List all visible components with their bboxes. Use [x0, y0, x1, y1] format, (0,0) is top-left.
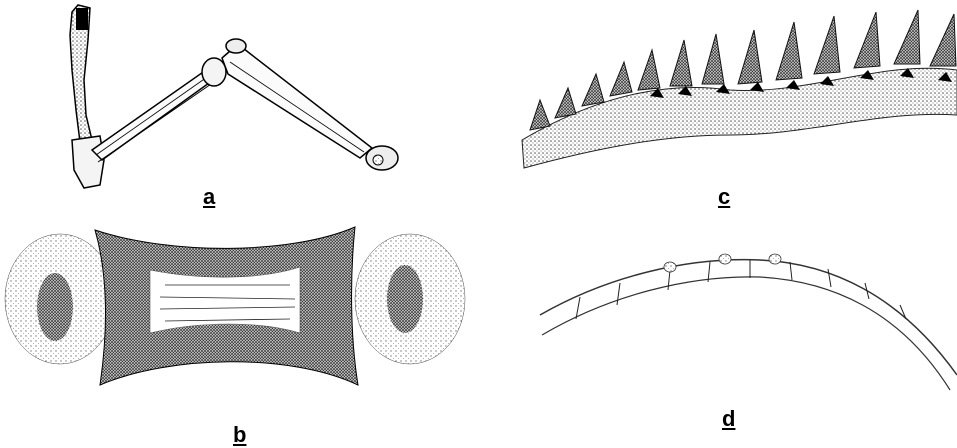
panel-a-label: a [203, 186, 215, 208]
panel-a-limb-bones: a [0, 0, 480, 230]
nucleus-core [150, 267, 300, 333]
panel-c-spine-segment: c [510, 0, 957, 230]
panel-b-vertebral-body: b [0, 215, 480, 448]
panel-d-label: d [722, 408, 735, 430]
panel-d-tail-vertebrae: d [510, 215, 957, 448]
vertebral-body-drawing [0, 215, 480, 448]
panel-b-label: b [233, 424, 246, 446]
femur [222, 44, 372, 158]
limb-bones-drawing [0, 0, 480, 230]
spine-segment-drawing [510, 0, 957, 230]
left-end-plate [37, 273, 73, 341]
knee-joint [202, 58, 226, 86]
tail-lower-outline [542, 277, 950, 390]
right-end-plate [387, 265, 423, 333]
ankle-bones [72, 136, 104, 188]
panel-c-label: c [718, 186, 730, 208]
tail-vertebra-joints [576, 260, 906, 319]
